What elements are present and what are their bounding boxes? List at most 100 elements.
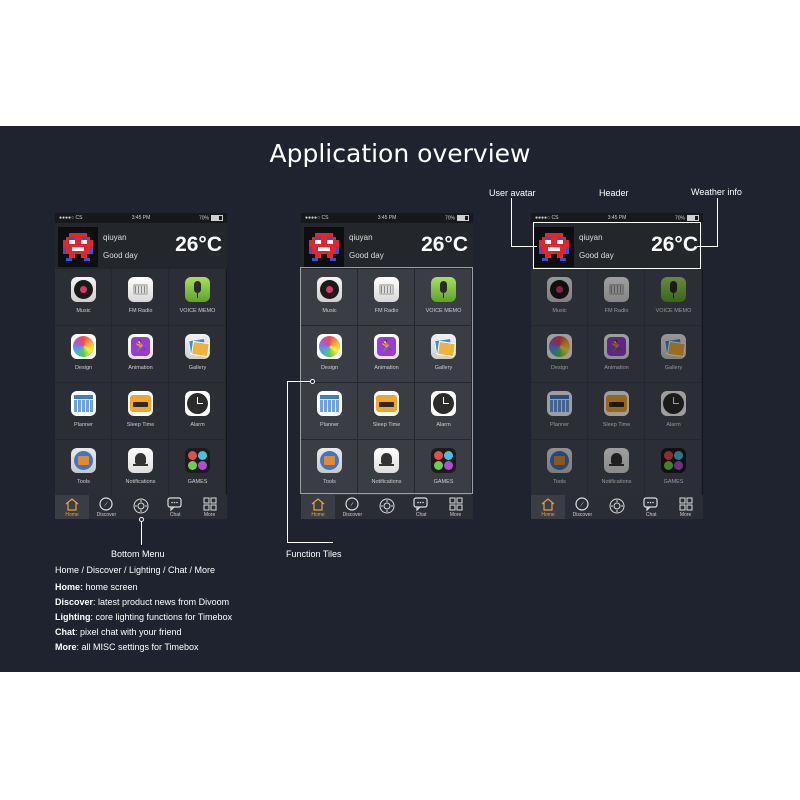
color-wheel-icon — [317, 334, 342, 359]
tile-music[interactable]: Music — [531, 269, 588, 326]
menu-item-discover[interactable]: Discover — [335, 495, 369, 519]
tile-gallery[interactable]: Gallery — [169, 326, 226, 383]
tile-fm-radio[interactable]: FM Radio — [588, 269, 645, 326]
user-avatar[interactable] — [534, 227, 574, 267]
tile-label: Animation — [604, 365, 629, 371]
tile-label: Gallery — [664, 365, 683, 371]
bell-icon — [374, 448, 399, 473]
tile-alarm[interactable]: Alarm — [169, 383, 226, 440]
tile-label: FM Radio — [604, 308, 629, 314]
tile-design[interactable]: Design — [301, 326, 358, 383]
tile-alarm[interactable]: Alarm — [415, 383, 472, 440]
tile-games[interactable]: GAMES — [415, 440, 472, 497]
tile-games[interactable]: GAMES — [645, 440, 702, 497]
tile-alarm[interactable]: Alarm — [645, 383, 702, 440]
tile-gallery[interactable]: Gallery — [645, 326, 702, 383]
status-time: 3:45 PM — [131, 215, 151, 221]
menu-description-item: More: all MISC settings for Timebox — [55, 642, 199, 652]
battery-icon — [687, 215, 699, 221]
menu-item-lighting[interactable] — [370, 495, 404, 519]
profile-header[interactable]: qiuyan Good day 26°C — [55, 223, 227, 269]
menu-item-discover[interactable]: Discover — [565, 495, 599, 519]
tile-label: Animation — [128, 365, 153, 371]
tiles-callout-dot — [310, 379, 315, 384]
avatar-callout-line — [511, 198, 512, 246]
tile-tools[interactable]: Tools — [55, 440, 112, 497]
profile-header[interactable]: qiuyan Good day 26°C — [301, 223, 473, 269]
tile-animation[interactable]: 🏃 Animation — [358, 326, 415, 383]
tile-voice-memo[interactable]: VOICE MEMO — [415, 269, 472, 326]
tile-label: VOICE MEMO — [655, 308, 692, 314]
tile-voice-memo[interactable]: VOICE MEMO — [645, 269, 702, 326]
status-time: 3:45 PM — [377, 215, 397, 221]
tile-tools[interactable]: Tools — [531, 440, 588, 497]
tile-notifications[interactable]: Notifications — [358, 440, 415, 497]
tile-design[interactable]: Design — [55, 326, 112, 383]
menu-item-more[interactable]: More — [439, 495, 473, 519]
menu-item-discover[interactable]: Discover — [89, 495, 123, 519]
tile-planner[interactable]: Planner — [301, 383, 358, 440]
user-avatar[interactable] — [58, 227, 98, 267]
tile-sleep-time[interactable]: Sleep Time — [588, 383, 645, 440]
tile-notifications[interactable]: Notifications — [588, 440, 645, 497]
menu-item-home[interactable]: Home — [55, 495, 89, 519]
weather-temperature[interactable]: 26°C — [175, 233, 222, 256]
tile-planner[interactable]: Planner — [531, 383, 588, 440]
function-tiles-grid: Music FM Radio VOICE MEMO Design 🏃 Anima… — [301, 269, 473, 497]
bottom-menu: Home Discover Chat More — [301, 495, 473, 519]
tile-label: Alarm — [666, 422, 681, 428]
tile-label: Design — [550, 365, 569, 371]
tile-animation[interactable]: 🏃 Animation — [112, 326, 169, 383]
menu-item-lighting[interactable] — [124, 495, 158, 519]
toolbox-icon — [71, 448, 96, 473]
weather-temperature[interactable]: 26°C — [421, 233, 468, 256]
menu-item-label: Chat — [645, 512, 657, 518]
description-term: Discover — [55, 597, 94, 607]
tile-music[interactable]: Music — [301, 269, 358, 326]
toolbox-icon — [317, 448, 342, 473]
tile-label: FM Radio — [374, 308, 399, 314]
tile-music[interactable]: Music — [55, 269, 112, 326]
tile-fm-radio[interactable]: FM Radio — [358, 269, 415, 326]
menu-item-more[interactable]: More — [669, 495, 703, 519]
tile-sleep-time[interactable]: Sleep Time — [358, 383, 415, 440]
menu-item-label: Discover — [572, 512, 593, 518]
menu-item-chat[interactable]: Chat — [158, 495, 192, 519]
menu-item-label: Discover — [342, 512, 363, 518]
phone-home: ●●●●○ CS 3:45 PM 70% qiuyan Good day 26°… — [55, 213, 227, 519]
tile-fm-radio[interactable]: FM Radio — [112, 269, 169, 326]
tile-tools[interactable]: Tools — [301, 440, 358, 497]
tile-voice-memo[interactable]: VOICE MEMO — [169, 269, 226, 326]
bottom-menu: Home Discover Chat More — [531, 495, 703, 519]
tile-gallery[interactable]: Gallery — [415, 326, 472, 383]
weather-callout-line-h — [697, 246, 718, 247]
tile-games[interactable]: GAMES — [169, 440, 226, 497]
calendar-icon — [71, 391, 96, 416]
menu-item-lighting[interactable] — [600, 495, 634, 519]
menu-item-chat[interactable]: Chat — [404, 495, 438, 519]
tile-label: GAMES — [663, 479, 684, 485]
clock-icon — [431, 391, 456, 416]
tiles-callout-line-h — [287, 381, 312, 382]
profile-header[interactable]: qiuyan Good day 26°C — [531, 223, 703, 269]
description-text: : core lighting functions for Timebox — [90, 612, 233, 622]
tile-label: GAMES — [433, 479, 454, 485]
menu-description-item: Home: home screen — [55, 582, 138, 592]
menu-item-chat[interactable]: Chat — [634, 495, 668, 519]
tile-label: Tools — [77, 479, 90, 485]
tile-sleep-time[interactable]: Sleep Time — [112, 383, 169, 440]
tile-label: Design — [74, 365, 93, 371]
menu-item-label: Home — [65, 512, 79, 518]
weather-temperature[interactable]: 26°C — [651, 233, 698, 256]
menu-item-home[interactable]: Home — [301, 495, 335, 519]
user-avatar[interactable] — [304, 227, 344, 267]
bed-icon — [374, 391, 399, 416]
menu-item-home[interactable]: Home — [531, 495, 565, 519]
tile-notifications[interactable]: Notifications — [112, 440, 169, 497]
tile-design[interactable]: Design — [531, 326, 588, 383]
tile-label: Tools — [553, 479, 566, 485]
menu-item-more[interactable]: More — [193, 495, 227, 519]
tile-animation[interactable]: 🏃 Animation — [588, 326, 645, 383]
avatar-callout-line-h — [511, 246, 537, 247]
tile-planner[interactable]: Planner — [55, 383, 112, 440]
